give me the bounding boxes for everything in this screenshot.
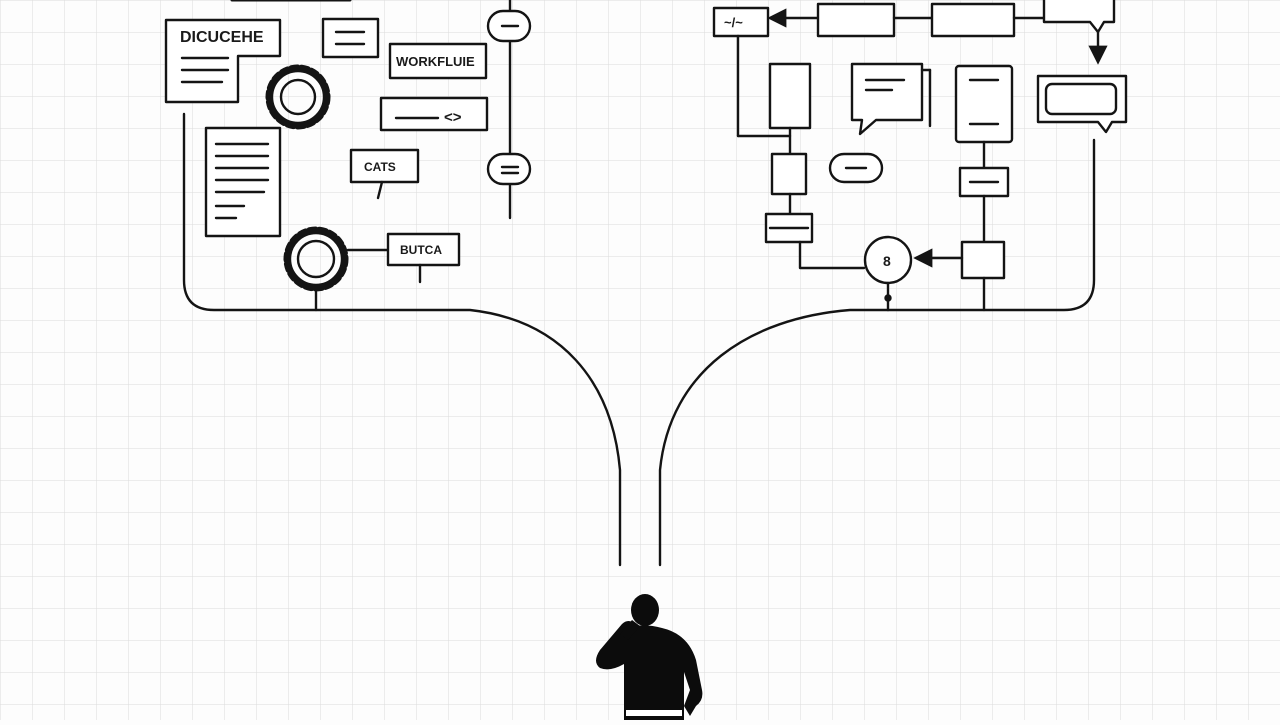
gear-icon	[265, 64, 331, 130]
buttca-box: BUTCA	[386, 232, 461, 284]
buttca-label: BUTCA	[400, 243, 442, 257]
code-label: <>	[444, 109, 462, 126]
text-document	[204, 126, 282, 238]
tall-box	[768, 62, 812, 130]
person-thinking-icon	[596, 594, 703, 720]
note-box	[321, 17, 380, 59]
caps-label: CATS	[364, 160, 396, 174]
small-square-box	[770, 152, 808, 196]
doc-box	[954, 64, 1014, 144]
caps-box: CATS	[349, 148, 420, 200]
circle-node: 8	[863, 235, 913, 285]
circle-node-label: 8	[883, 253, 891, 269]
process-box-2	[930, 2, 1016, 38]
workflow-label: WORKFLUIE	[396, 54, 475, 69]
small-label: ~/~	[724, 15, 743, 30]
process-box-1	[816, 2, 896, 38]
document-title: DICUCEHE	[180, 29, 264, 46]
connector-pill-bottom	[486, 152, 532, 186]
code-box: <>	[379, 96, 489, 132]
screen-bubble-icon	[1036, 74, 1128, 134]
small-label-box: ~/~	[712, 6, 770, 38]
left-branch: DICUCEHE WORKFLUIE	[164, 0, 532, 312]
gear-icon	[283, 226, 349, 292]
funnel-lines	[314, 308, 890, 567]
right-branch: ~/~	[712, 0, 1128, 312]
square-node	[960, 240, 1006, 280]
workflow-box: WORKFLUIE	[388, 42, 488, 80]
document-card: DICUCEHE	[164, 18, 282, 104]
speech-bubble-icon	[850, 62, 924, 136]
